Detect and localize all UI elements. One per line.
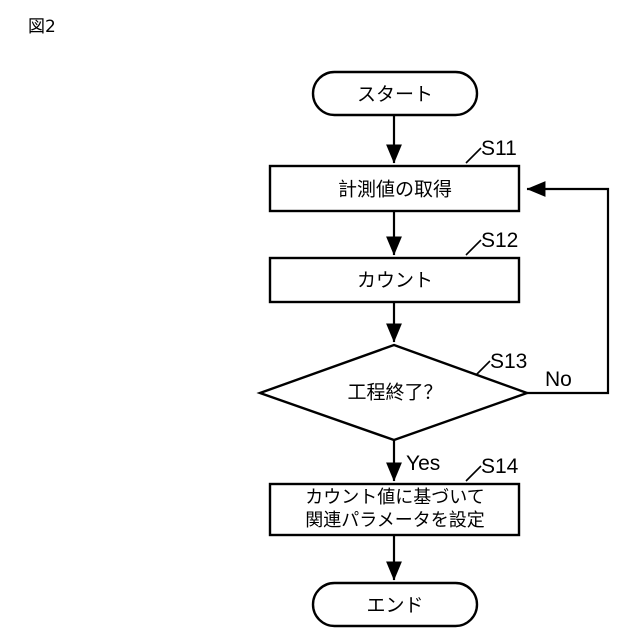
s11-step-leader-line xyxy=(465,147,482,164)
connector-s13-no-feedback-to-s11 xyxy=(526,181,610,395)
s11-step-label: S11 xyxy=(481,137,517,160)
s14-step-leader-line xyxy=(465,465,482,482)
s14-label-line1: カウント値に基づいて xyxy=(305,487,484,508)
s14-step-label: S14 xyxy=(481,455,519,478)
s14-process-shape xyxy=(268,482,521,537)
s11-label: 計測値の取得 xyxy=(338,179,452,201)
node-s14: カウント値に基づいて 関連パラメータを設定 S14 xyxy=(268,455,521,537)
s12-process-shape xyxy=(268,256,521,304)
s13-label: 工程終了？ xyxy=(347,382,442,404)
branch-label-no: No xyxy=(545,368,572,391)
s13-step-leader-line xyxy=(475,360,491,376)
s13-step-label: S13 xyxy=(490,350,527,373)
start-terminator-shape xyxy=(311,70,479,117)
node-s12: カウント S12 xyxy=(268,229,521,304)
start-label: スタート xyxy=(357,84,433,106)
node-end: エンド xyxy=(311,581,479,628)
node-start: スタート xyxy=(311,70,479,117)
figure-title: 図2 xyxy=(28,17,56,37)
s14-label-line2: 関連パラメータを設定 xyxy=(305,510,484,531)
s12-label: カウント xyxy=(357,270,433,292)
node-s11: 計測値の取得 S11 xyxy=(268,137,521,213)
end-terminator-shape xyxy=(311,581,479,628)
s11-process-shape xyxy=(268,164,521,213)
s13-decision-shape xyxy=(256,343,531,442)
s12-step-label: S12 xyxy=(481,229,518,252)
s12-step-leader-line xyxy=(465,239,482,256)
node-s13: 工程終了？ S13 xyxy=(256,343,531,442)
branch-label-yes: Yes xyxy=(406,452,440,475)
end-label: エンド xyxy=(366,595,423,617)
